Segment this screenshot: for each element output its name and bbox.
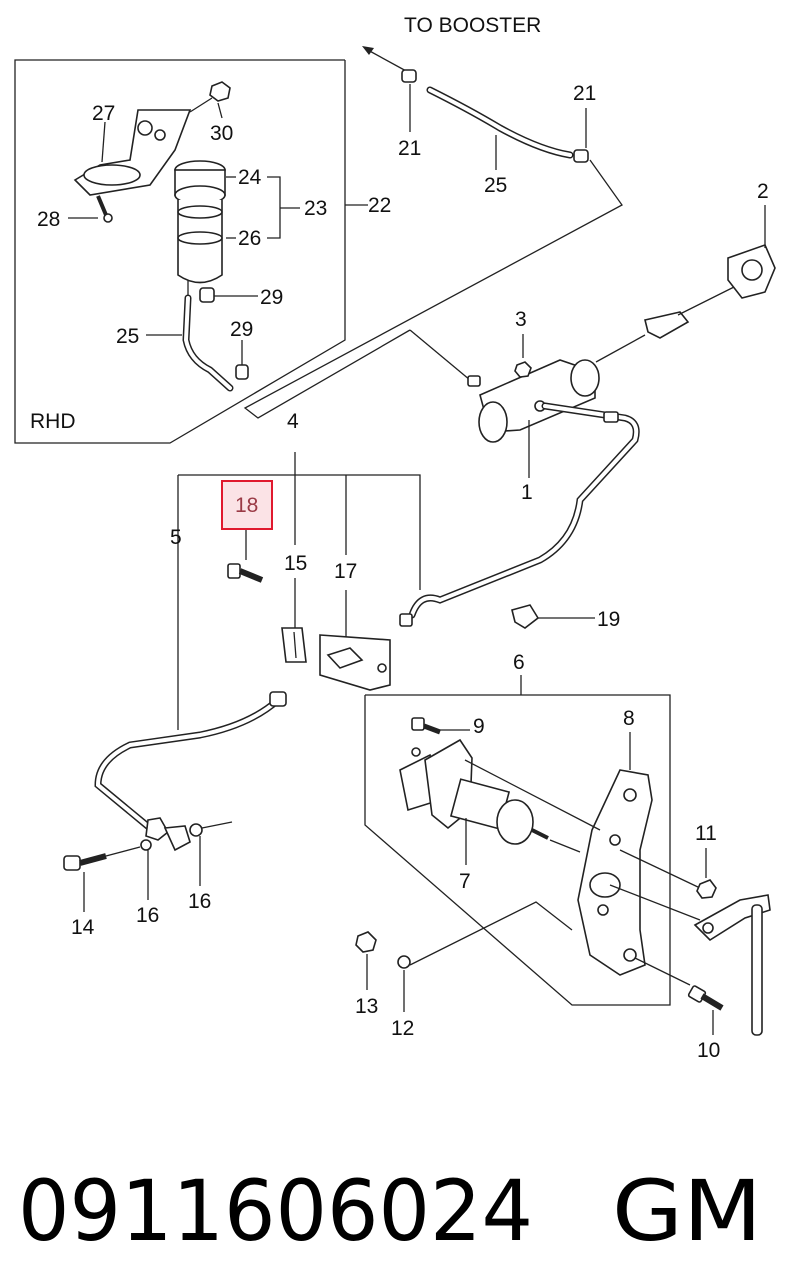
washer-12: [397, 955, 411, 969]
booster-hose: 21 21 25: [243, 69, 623, 419]
callout-12: 12: [391, 1017, 414, 1040]
pipe-bracket-assembly: 4 5 15 17 19 18: [170, 410, 620, 730]
screw-28: [96, 195, 113, 223]
part-number: 0911606024: [18, 1162, 533, 1260]
callout-24: 24: [238, 166, 262, 189]
callout-17: 17: [334, 560, 357, 583]
reservoir-bracket: [73, 109, 192, 196]
hose-clip-29b: [235, 364, 249, 380]
callout-30: 30: [210, 122, 233, 145]
callout-13: 13: [355, 995, 378, 1018]
callout-23: 23: [304, 197, 327, 220]
clutch-master-cylinder: 2 3 1: [409, 180, 776, 504]
nut-13: [355, 931, 377, 953]
callout-11: 11: [695, 822, 717, 845]
rhd-inset: RHD: [14, 59, 391, 444]
clip-15: [281, 627, 307, 663]
callout-26: 26: [238, 227, 261, 250]
slave-cylinder: [399, 738, 549, 845]
hose-clip-29a: [199, 287, 215, 303]
callout-2: 2: [757, 180, 769, 203]
callout-18: 18: [235, 494, 258, 517]
arrow-to-booster: [362, 46, 409, 73]
callout-14: 14: [71, 916, 95, 939]
bolt-18: [227, 563, 264, 583]
hose-clamp-21a: [401, 69, 417, 83]
slave-cylinder-assembly: 6 9 7 8: [364, 651, 701, 1006]
callout-9: 9: [473, 715, 485, 738]
callout-19: 19: [597, 608, 620, 631]
lower-pipe: 14 16 16: [63, 691, 287, 939]
callout-28: 28: [37, 208, 60, 231]
callout-6: 6: [513, 651, 525, 674]
callout-8: 8: [623, 707, 635, 730]
hose-clamp-21b: [573, 149, 589, 163]
callout-7: 7: [459, 870, 471, 893]
callout-4: 4: [287, 410, 299, 433]
callout-16a: 16: [136, 904, 159, 927]
callout-3: 3: [515, 308, 527, 331]
hydraulic-pipe: [399, 402, 640, 627]
nut-11: [696, 879, 717, 899]
nut-and-washer: 13 12: [355, 901, 573, 1040]
nut-30: [189, 81, 231, 113]
rhd-label: RHD: [30, 410, 76, 433]
reservoir-hose: [182, 294, 234, 392]
callout-21a: 21: [398, 137, 421, 160]
clip-19: [511, 604, 595, 629]
callout-16b: 16: [188, 890, 211, 913]
highlight-box: [221, 480, 273, 530]
release-fork-plate: [577, 769, 653, 976]
callout-5: 5: [170, 526, 182, 549]
callout-1: 1: [521, 481, 533, 504]
highlighted-callout-18[interactable]: 18: [221, 480, 273, 530]
callout-25b: 25: [484, 174, 507, 197]
callout-25a: 25: [116, 325, 139, 348]
callout-27: 27: [92, 102, 115, 125]
callout-15: 15: [284, 552, 307, 575]
fluid-reservoir: [174, 160, 226, 295]
callout-29b: 29: [230, 318, 253, 341]
callout-10: 10: [697, 1039, 720, 1062]
to-booster-note: TO BOOSTER: [404, 14, 541, 37]
bracket-17: [319, 634, 391, 691]
pushrod-parts: 11 10: [687, 822, 771, 1062]
brand-name: GM: [612, 1162, 762, 1260]
callout-22: 22: [368, 194, 391, 217]
callout-29a: 29: [260, 286, 283, 309]
callout-21b: 21: [573, 82, 596, 105]
